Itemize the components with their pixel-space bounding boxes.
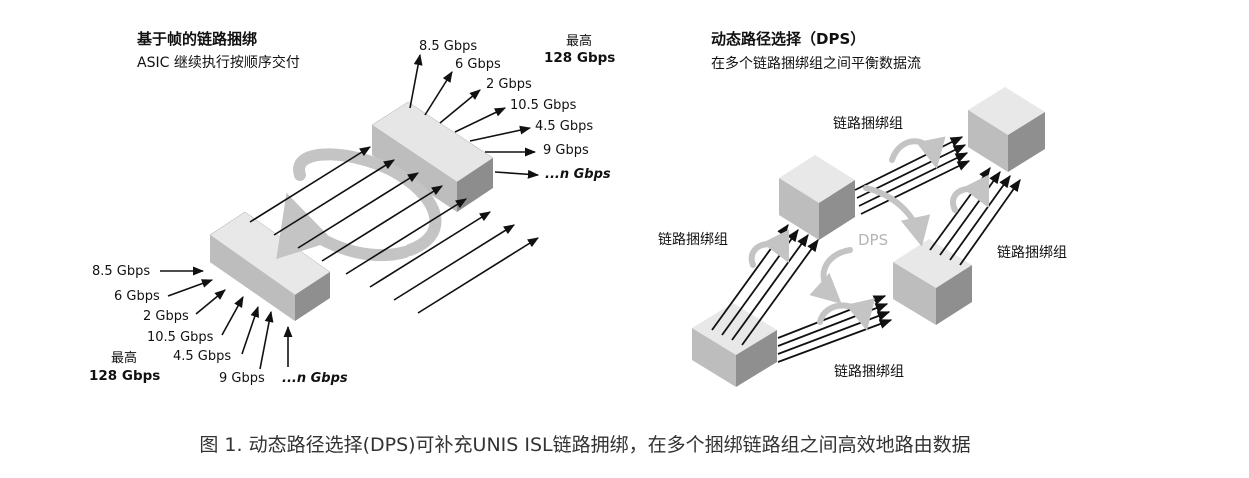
switch-cube-d	[692, 303, 777, 387]
max-top-value: 128 Gbps	[544, 50, 616, 66]
out-arrow-2	[424, 71, 453, 116]
out-arrow-1	[409, 53, 423, 109]
group-label-right: 链路捆绑组	[997, 245, 1067, 261]
lower-switch-body	[209, 211, 331, 320]
in-arrow-5	[241, 305, 259, 355]
inorder-flow-curve-tail	[276, 192, 411, 262]
inter-switch-link-3	[297, 172, 419, 249]
left-title: 基于帧的链路捆绑	[137, 30, 258, 48]
inter-switch-link-1	[249, 146, 371, 223]
switch-cube-c	[893, 239, 972, 325]
out-label-6: 9 Gbps	[543, 143, 589, 158]
out-arrow-4	[454, 107, 507, 133]
dps-rotation-arrows	[748, 136, 990, 331]
inter-switch-links	[249, 146, 539, 314]
out-label-last: ...n Gbps	[545, 167, 611, 182]
in-arrow-3	[195, 289, 226, 315]
figure-caption: 图 1. 动态路径选择(DPS)可补充UNIS ISL链路拥绑，在多个捆绑链路组…	[199, 434, 971, 456]
dps-label: DPS	[858, 231, 889, 249]
left-subtitle: ASIC 继续执行按顺序交付	[137, 55, 300, 71]
in-label-3: 2 Gbps	[143, 309, 189, 324]
out-label-4: 10.5 Gbps	[510, 98, 577, 113]
in-label-5: 4.5 Gbps	[173, 349, 232, 364]
in-label-4: 10.5 Gbps	[147, 330, 214, 345]
in-label-6: 9 Gbps	[219, 371, 265, 386]
lower-input-arrows	[160, 266, 293, 370]
in-arrow-6	[259, 310, 274, 370]
right-title: 动态路径选择（DPS）	[711, 30, 866, 48]
switch-cube-b	[968, 87, 1045, 172]
switch-cube-a	[779, 155, 855, 240]
in-arrow-4	[221, 296, 244, 336]
inter-switch-link-5	[345, 198, 467, 275]
out-label-3: 2 Gbps	[486, 77, 532, 92]
out-arrow-5	[469, 125, 532, 142]
in-label-1: 8.5 Gbps	[92, 264, 151, 279]
in-label-last: ...n Gbps	[282, 371, 348, 386]
max-top-label: 最高	[566, 34, 593, 49]
group-label-bottom: 链路捆绑组	[834, 364, 904, 380]
in-arrow-2	[167, 279, 214, 297]
out-arrow-7	[494, 169, 540, 179]
out-label-2: 6 Gbps	[455, 57, 501, 72]
inter-switch-link-2	[273, 159, 395, 236]
group-label-left: 链路捆绑组	[658, 232, 728, 248]
inorder-flow-curve	[293, 148, 442, 256]
upper-switch-box	[371, 101, 494, 212]
max-bottom-value: 128 Gbps	[89, 368, 161, 384]
out-arrow-3	[439, 89, 481, 124]
left-diagram	[160, 53, 540, 370]
right-diagram	[692, 87, 1045, 387]
inter-switch-link-6	[369, 211, 491, 288]
upper-output-arrows	[409, 53, 540, 179]
in-label-2: 6 Gbps	[114, 289, 160, 304]
out-label-5: 4.5 Gbps	[535, 119, 594, 134]
inter-switch-link-4	[321, 185, 443, 262]
max-bottom-label: 最高	[111, 351, 138, 366]
group-label-top: 链路捆绑组	[833, 116, 903, 132]
inter-switch-link-8	[417, 237, 539, 314]
inter-switch-link-7	[393, 224, 515, 301]
out-label-1: 8.5 Gbps	[419, 39, 478, 54]
right-subtitle: 在多个链路捆绑组之间平衡数据流	[711, 56, 921, 72]
